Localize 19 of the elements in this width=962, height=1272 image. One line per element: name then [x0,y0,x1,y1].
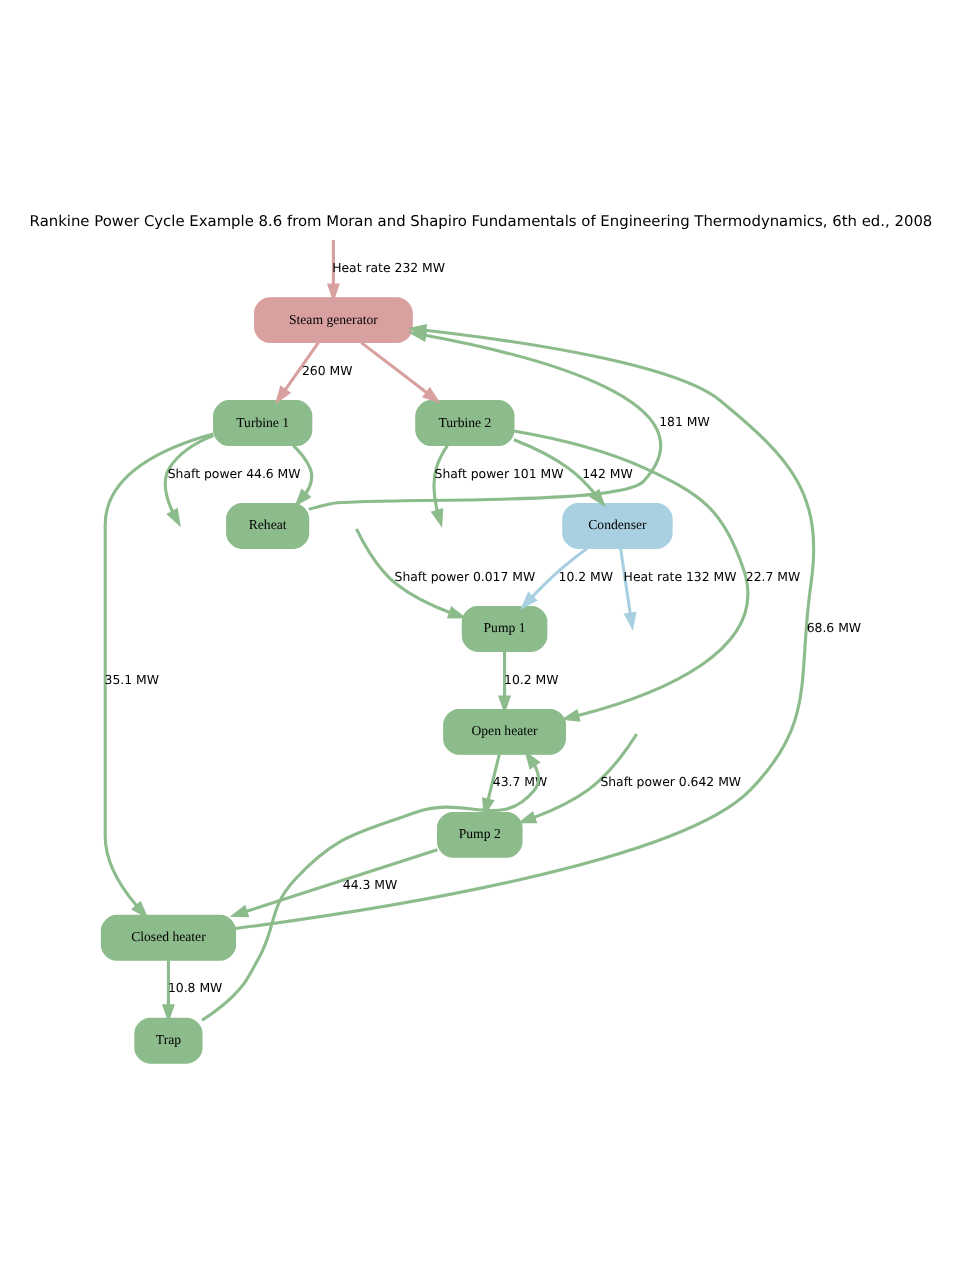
arrow [229,848,438,918]
arrow [517,733,639,824]
arrow [292,444,314,507]
arrow [513,438,606,508]
arrow [430,444,449,528]
arrow [360,341,441,404]
arrow [161,960,175,1023]
arrow [619,548,637,632]
arrow [355,528,467,619]
arrow [482,754,501,817]
arrow [326,239,340,303]
arrow [103,432,214,919]
arrow [235,323,816,931]
arrow [163,434,214,528]
arrow [520,547,588,610]
arrow [201,750,541,1022]
arrow [275,341,320,405]
arrow [513,429,750,722]
arrow [498,651,512,715]
